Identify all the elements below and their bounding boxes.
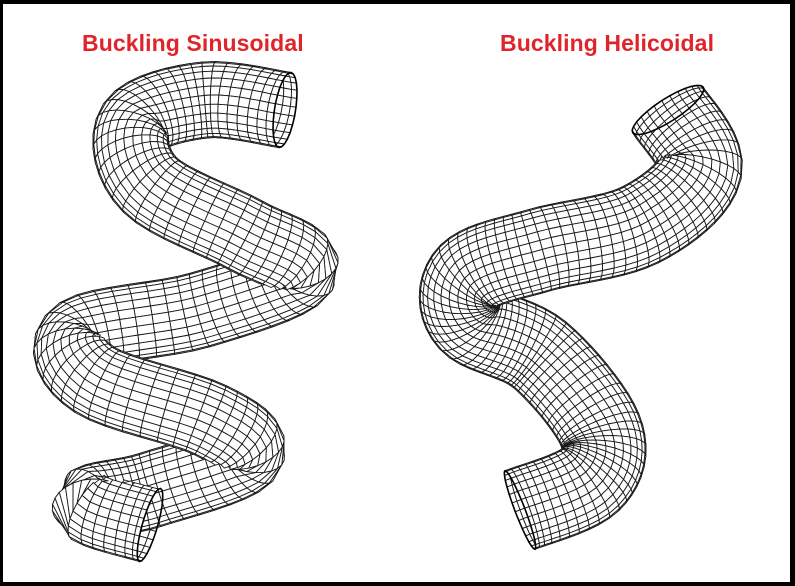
helicoidal-tube bbox=[419, 85, 742, 549]
sinusoidal-tube bbox=[34, 62, 339, 562]
